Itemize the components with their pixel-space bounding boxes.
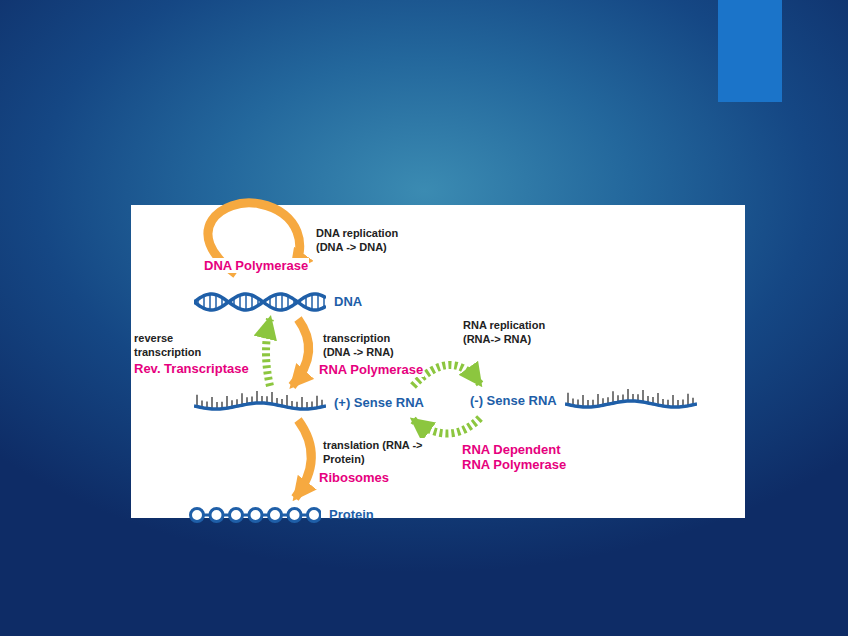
base-pair-rung <box>245 294 247 310</box>
rna-molecule: (+) Sense RNA <box>190 386 428 420</box>
base-pair-rung <box>281 294 283 310</box>
enzyme-label: DNA Polymerase <box>203 258 309 273</box>
base-tick <box>672 395 673 407</box>
base-tick <box>301 397 302 409</box>
amino-acid-bead <box>249 509 262 522</box>
enzyme-label: Rev. Transcriptase <box>133 361 250 376</box>
dna-strand <box>194 294 326 310</box>
corner-bar <box>718 0 782 102</box>
process-label: reverse transcription <box>133 331 220 359</box>
protein-illustration <box>189 502 321 528</box>
process-arrow <box>292 319 309 386</box>
base-pair-rung <box>275 295 277 310</box>
enzyme-label: RNA Polymerase <box>318 362 424 377</box>
base-tick <box>256 391 257 403</box>
dna-molecule: DNA <box>190 285 366 319</box>
amino-acid-bead <box>230 509 243 522</box>
molecule-label: DNA <box>334 294 362 310</box>
molecule-label: Protein <box>329 507 374 523</box>
base-pair-rung <box>311 294 313 309</box>
amino-acid-bead <box>288 509 301 522</box>
rna-molecule: (-) Sense RNA <box>466 384 701 418</box>
protein-chain: Protein <box>185 498 378 532</box>
rna-illustration <box>194 390 326 416</box>
rna-strand <box>565 401 697 407</box>
rna-strand <box>194 403 326 409</box>
enzyme-label: RNA Dependent RNA Polymerase <box>461 442 583 472</box>
dashed-process-arrow <box>266 319 270 386</box>
amino-acid-bead <box>308 509 321 522</box>
process-label: translation (RNA -> Protein) <box>322 438 424 466</box>
molecule-label: (-) Sense RNA <box>470 393 557 409</box>
dna-illustration <box>194 289 326 315</box>
amino-acid-bead <box>210 509 223 522</box>
dna-strand <box>194 294 326 310</box>
amino-acid-bead <box>269 509 282 522</box>
base-pair-rung <box>215 295 217 310</box>
base-tick <box>627 389 628 401</box>
base-pair-rung <box>209 294 211 310</box>
process-arrow <box>295 420 311 498</box>
rna-illustration <box>565 388 697 414</box>
process-label: RNA replication (RNA-> RNA) <box>462 318 564 346</box>
amino-acid-bead <box>191 509 204 522</box>
dashed-process-arrow <box>413 418 480 434</box>
base-tick <box>582 395 583 407</box>
base-tick <box>211 397 212 409</box>
molecule-label: (+) Sense RNA <box>334 395 424 411</box>
process-label: transcription (DNA -> RNA) <box>322 331 419 359</box>
enzyme-label: Ribosomes <box>318 470 390 485</box>
base-pair-rung <box>317 294 319 309</box>
process-label: DNA replication (DNA -> DNA) <box>315 226 417 254</box>
